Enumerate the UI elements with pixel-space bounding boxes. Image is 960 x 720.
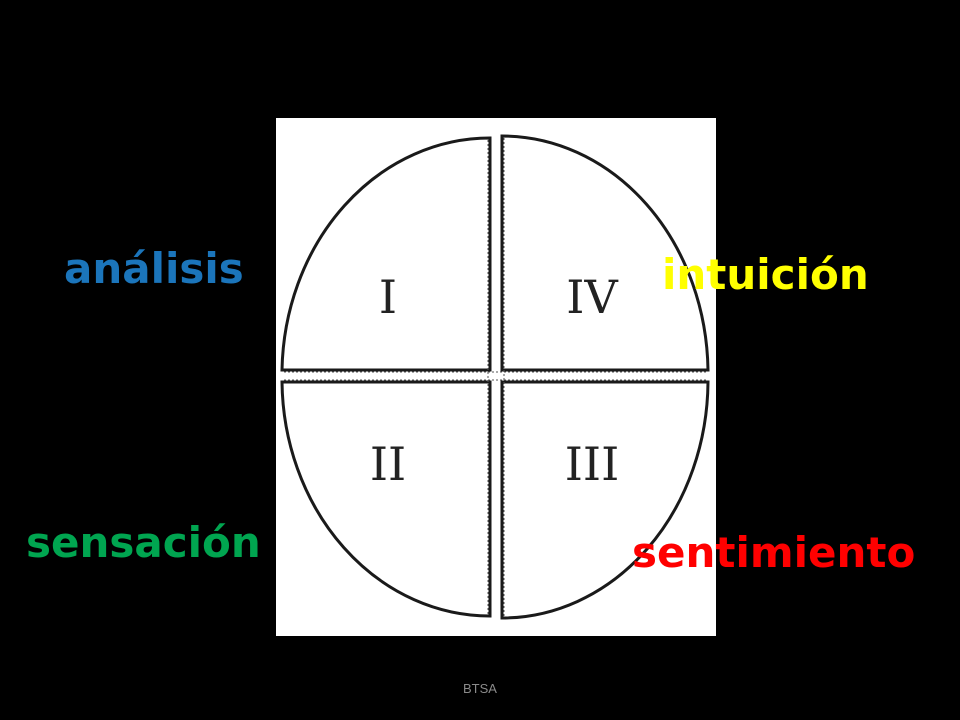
label-sensation: sensación (26, 518, 261, 567)
quadrant-shape-bottom-right (500, 380, 710, 620)
quadrant-shape-bottom-left (280, 380, 492, 618)
label-feeling: sentimiento (632, 528, 916, 577)
quadrant-shape-top-left (280, 136, 492, 372)
label-intuition: intuición (662, 250, 869, 299)
quadrant-numeral-top-right: IV (566, 270, 618, 324)
quadrant-shape-top-right (500, 134, 710, 372)
quadrant-numeral-bottom-left: II (370, 437, 406, 491)
quadrant-diagram: I IV II III (276, 118, 716, 636)
label-analysis: análisis (64, 244, 244, 293)
quadrant-numeral-bottom-right: III (565, 437, 620, 491)
quadrant-numeral-top-left: I (379, 270, 397, 324)
footer-text: BTSA (463, 681, 497, 696)
quadrant-diagram-svg: I IV II III (280, 134, 710, 620)
